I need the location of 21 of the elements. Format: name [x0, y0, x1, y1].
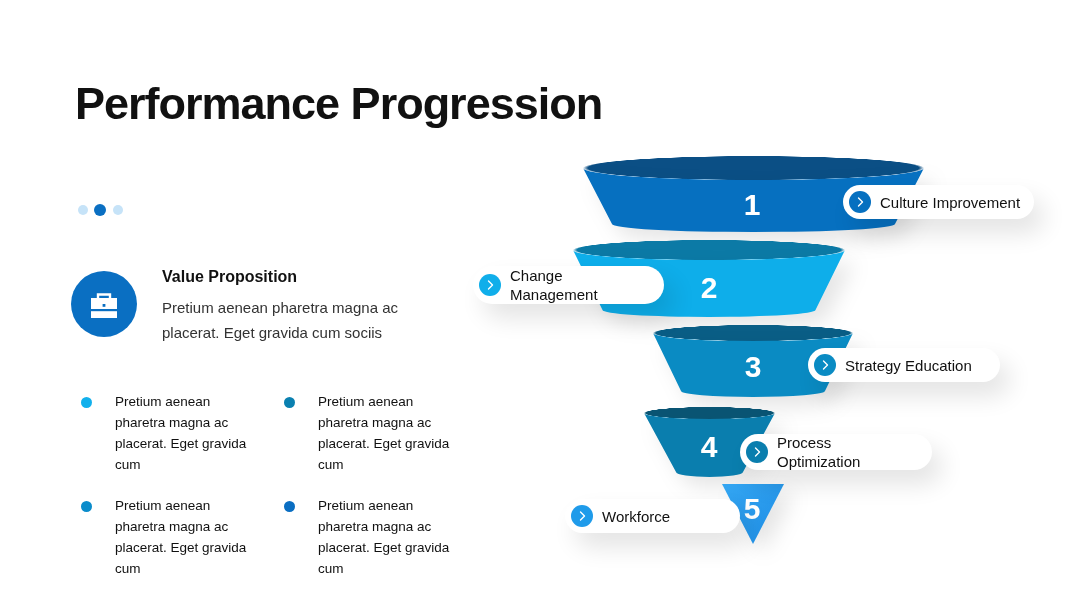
step-number: 1: [743, 189, 761, 221]
funnel-segment: [722, 484, 784, 544]
bullet-text: Pretium aenean pharetra magna ac placerat. Eget gravida cum: [115, 497, 248, 578]
pill-label: Culture Improvement: [880, 192, 1021, 212]
pill-label: Workforce: [602, 506, 671, 526]
bullet-text: Pretium aenean pharetra magna ac placerat. Eget gravida cum: [115, 393, 248, 474]
label-pill: [740, 434, 932, 470]
pill-label: Change Management: [510, 266, 599, 304]
description-text: Pretium aenean pharetra magna ac placerat. Eget gravida cum sociis: [162, 298, 399, 343]
label-pill: [843, 185, 1034, 219]
bullet-text: Pretium aenean pharetra magna ac placerat. Eget gravida cum: [318, 393, 451, 474]
pill-label: Strategy Education: [845, 355, 972, 375]
slide-title: Performance Progression: [75, 77, 603, 131]
step-number: 2: [700, 272, 718, 304]
step-number: 5: [743, 493, 761, 525]
step-number: 4: [700, 431, 718, 463]
step-number: 3: [744, 351, 762, 383]
pill-label: Process Optimization: [777, 433, 862, 471]
section-heading: Value Proposition: [162, 267, 299, 287]
bullet-text: Pretium aenean pharetra magna ac placerat. Eget gravida cum: [318, 497, 451, 578]
label-pill: [808, 348, 1000, 382]
